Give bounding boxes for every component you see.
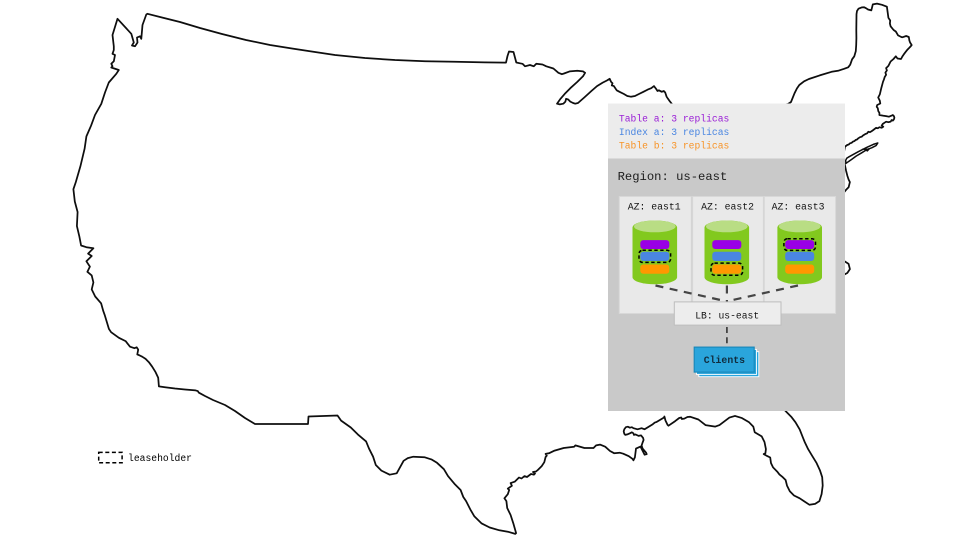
svg-text:Clients: Clients: [704, 355, 745, 366]
svg-text:AZ: east3: AZ: east3: [772, 201, 825, 212]
svg-text:LB: us-east: LB: us-east: [695, 310, 759, 321]
svg-text:AZ: east1: AZ: east1: [628, 201, 681, 212]
svg-text:Table b: 3 replicas: Table b: 3 replicas: [619, 141, 730, 152]
svg-text:Region: us-east: Region: us-east: [618, 170, 728, 184]
svg-text:AZ: east2: AZ: east2: [701, 201, 754, 212]
svg-text:leaseholder: leaseholder: [128, 453, 192, 464]
svg-text:Table a: 3 replicas: Table a: 3 replicas: [619, 114, 730, 125]
svg-text:Index a: 3 replicas: Index a: 3 replicas: [619, 127, 730, 138]
